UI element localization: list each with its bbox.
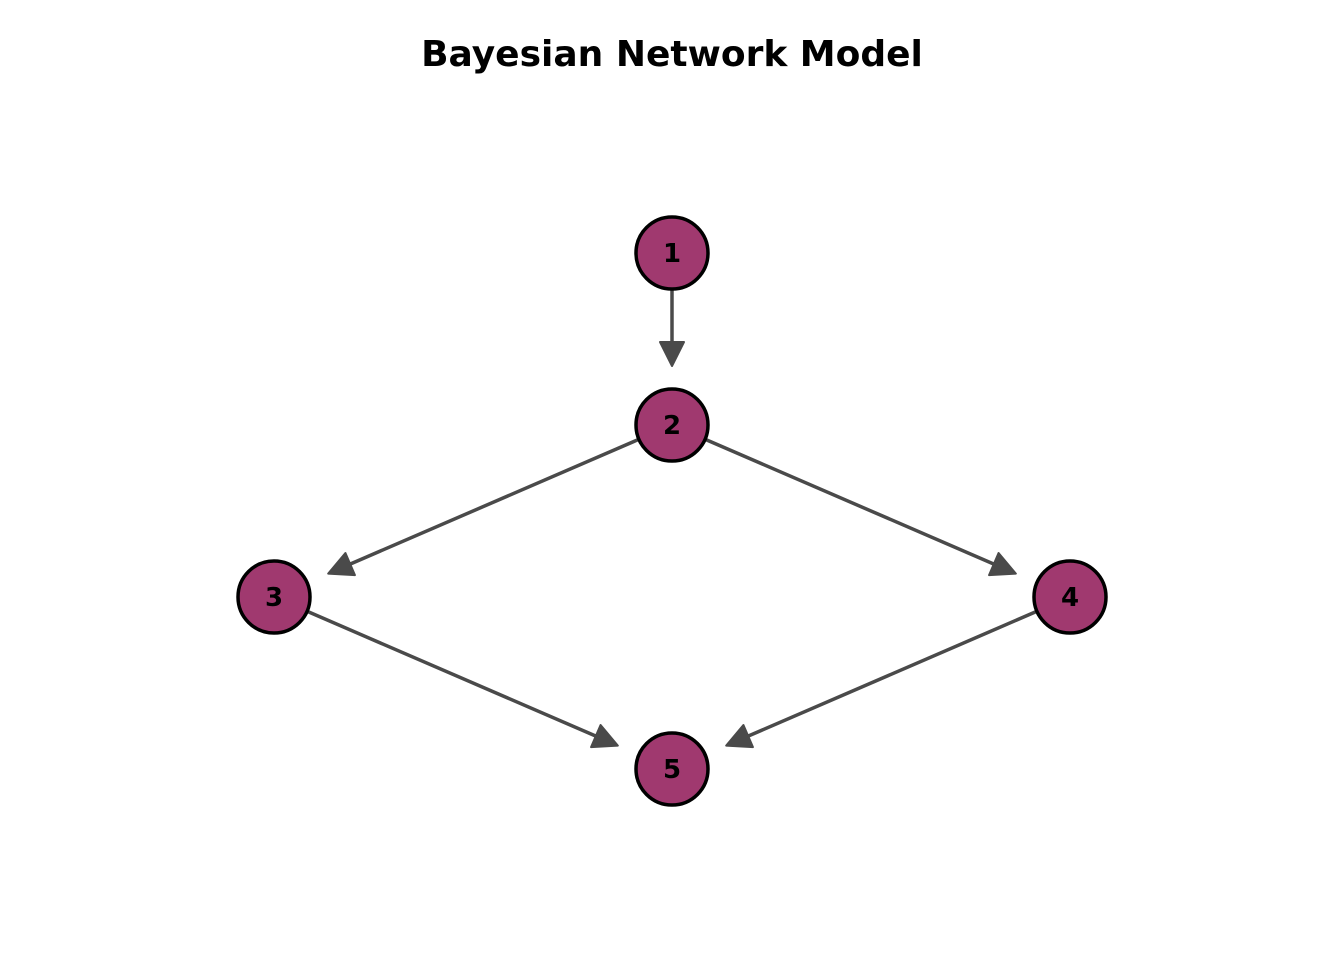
arrowhead-icon <box>988 552 1017 577</box>
diagram-title: Bayesian Network Model <box>421 34 923 75</box>
edge-line <box>347 437 640 567</box>
node-label: 5 <box>663 755 681 785</box>
node-5: 5 <box>634 731 710 807</box>
arrowhead-icon <box>327 552 356 577</box>
node-1: 1 <box>634 215 710 291</box>
node-4: 4 <box>1032 559 1108 635</box>
node-label: 3 <box>265 583 283 613</box>
edge-4-5 <box>725 609 1038 749</box>
node-3: 3 <box>236 559 312 635</box>
node-circle <box>634 387 710 463</box>
node-2: 2 <box>634 387 710 463</box>
node-circle <box>1032 559 1108 635</box>
node-label: 1 <box>663 239 681 269</box>
node-label: 2 <box>663 411 681 441</box>
arrowhead-icon <box>659 341 685 367</box>
edge-1-2 <box>659 289 685 367</box>
node-circle <box>634 731 710 807</box>
edge-line <box>704 437 997 567</box>
node-circle <box>634 215 710 291</box>
edge-3-5 <box>306 609 619 749</box>
arrowhead-icon <box>590 724 619 749</box>
edge-2-3 <box>327 437 640 577</box>
arrowhead-icon <box>725 724 754 749</box>
edge-line <box>745 609 1038 739</box>
node-label: 4 <box>1061 583 1079 613</box>
edge-2-4 <box>704 437 1017 577</box>
node-circle <box>236 559 312 635</box>
edge-line <box>306 609 599 739</box>
